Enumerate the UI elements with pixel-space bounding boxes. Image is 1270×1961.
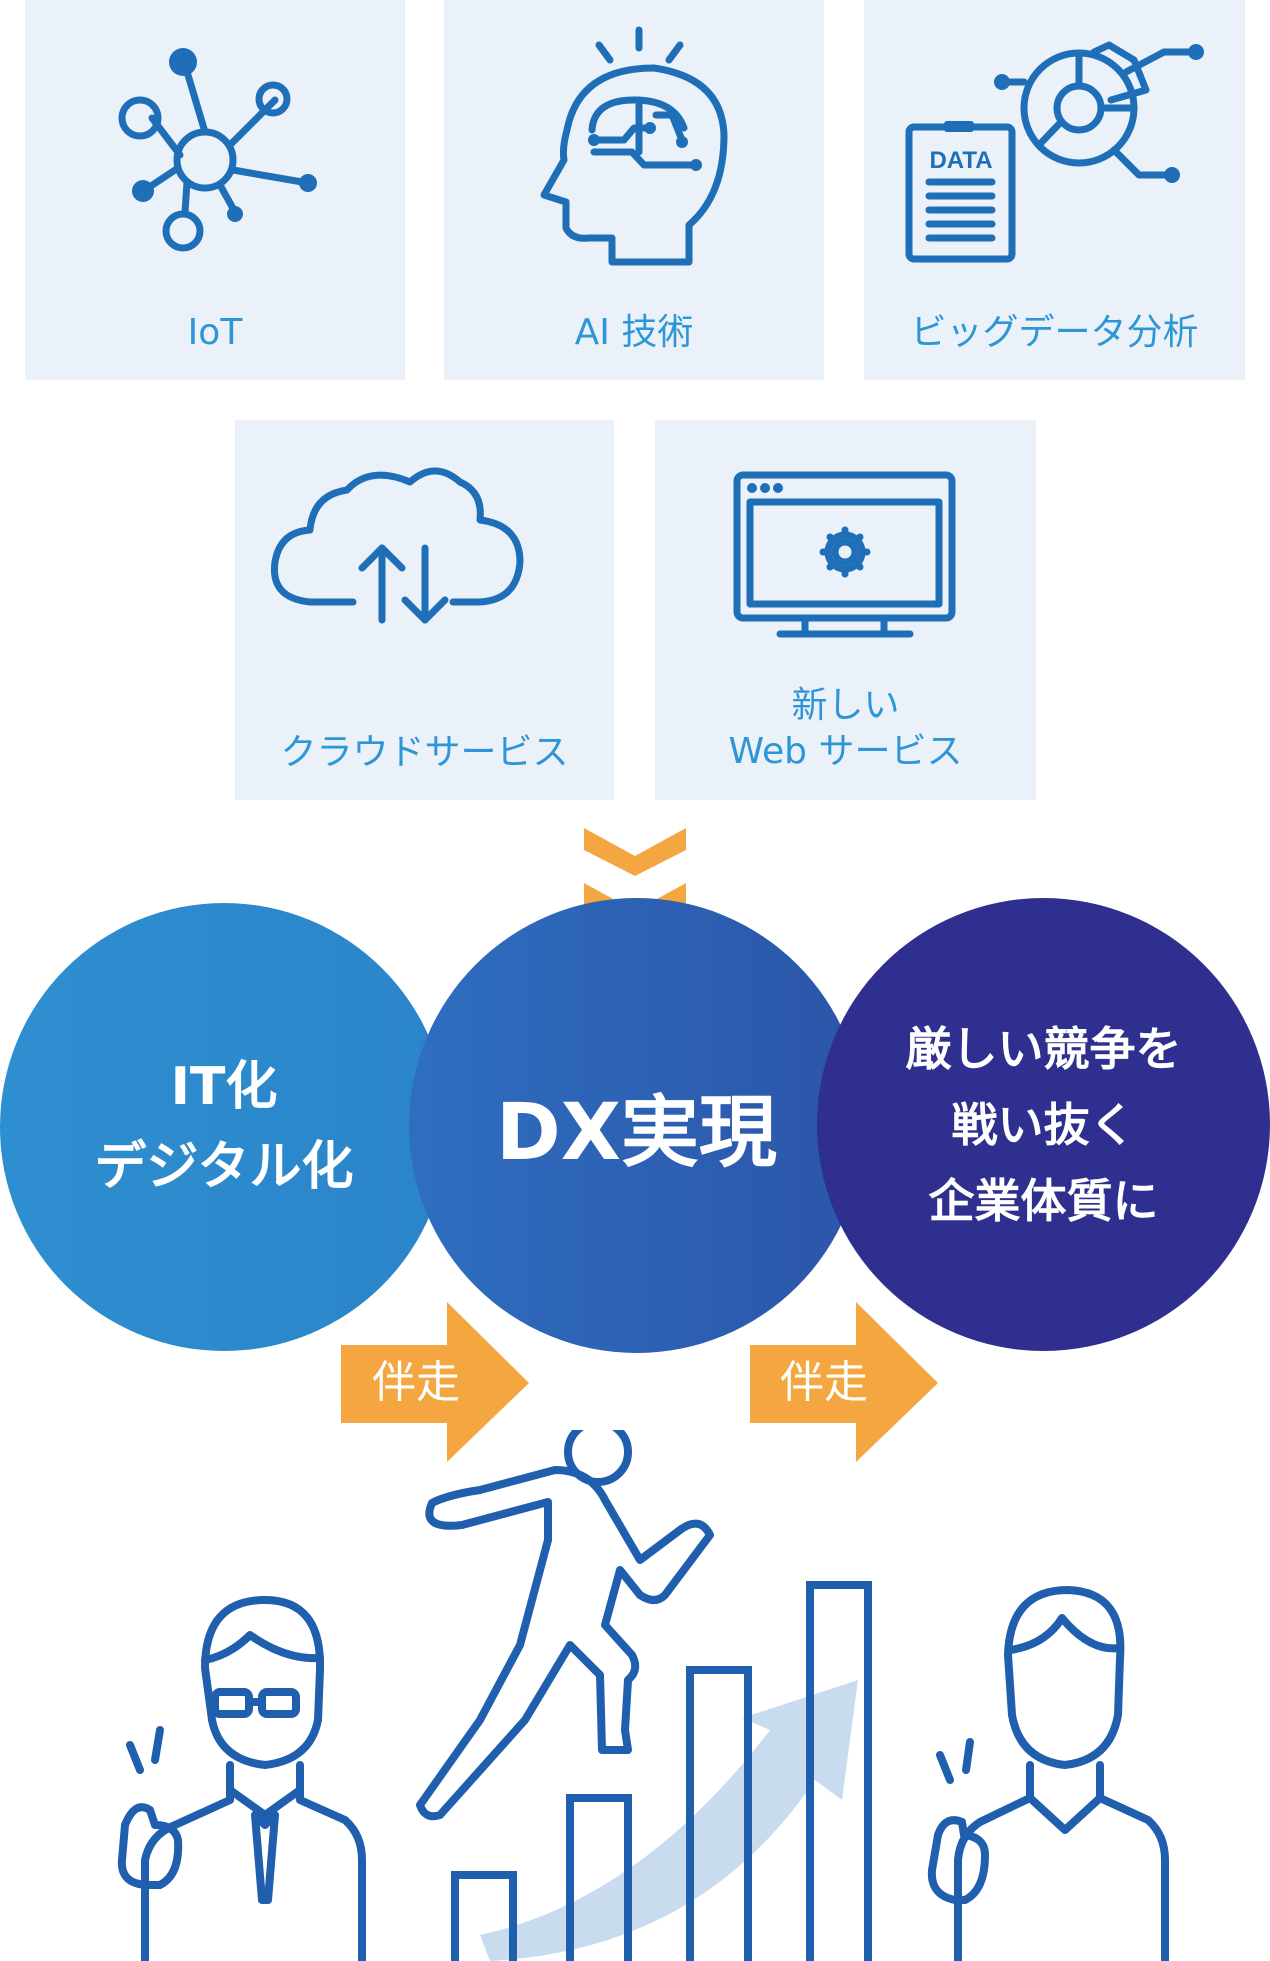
tile-bigdata: DATA ビッグデータ分析 xyxy=(864,0,1245,380)
arrow-label-2: 伴走 xyxy=(780,1357,868,1408)
circle-goal: 厳しい競争を 戦い抜く 企業体質に xyxy=(817,898,1270,1351)
circle-it-line1: IT化 xyxy=(170,1057,278,1117)
circle-goal-line1: 厳しい競争を xyxy=(905,1021,1182,1076)
businessman-icon xyxy=(927,1586,1169,1961)
growth-arrow-icon xyxy=(480,1680,858,1961)
growth-illustration xyxy=(117,1430,1169,1961)
tile-web: 新しい Web サービス xyxy=(655,420,1036,800)
cloud-sync-icon xyxy=(270,467,524,624)
tile-ai: AI 技術 xyxy=(444,0,824,380)
tile-cloud: クラウドサービス xyxy=(235,420,614,800)
tile-label-bigdata: ビッグデータ分析 xyxy=(910,312,1199,353)
arrow-accompany-2 xyxy=(750,1302,938,1462)
tile-iot: IoT xyxy=(25,0,405,380)
tile-label-iot: IoT xyxy=(187,312,243,353)
climbing-person-icon xyxy=(416,1430,714,1821)
circle-it-line2: デジタル化 xyxy=(94,1137,354,1197)
circle-dx: DX実現 xyxy=(409,898,864,1353)
circle-goal-line3: 企業体質に xyxy=(928,1173,1159,1228)
arrow-accompany-1 xyxy=(341,1302,529,1462)
tile-label-web-line2: Web サービス xyxy=(728,731,963,772)
brain-head-icon xyxy=(540,26,728,266)
data-icon-text: DATA xyxy=(929,147,992,174)
circle-it-digitalization: IT化 デジタル化 xyxy=(0,903,448,1351)
data-chart-icon: DATA xyxy=(905,41,1204,263)
network-hub-icon xyxy=(118,48,317,252)
tile-label-cloud: クラウドサービス xyxy=(280,732,569,773)
circle-dx-text: DX実現 xyxy=(496,1087,777,1178)
tile-label-ai: AI 技術 xyxy=(574,312,694,353)
arrow-label-1: 伴走 xyxy=(372,1357,460,1408)
tile-label-web-line1: 新しい xyxy=(791,685,900,726)
businessman-glasses-icon xyxy=(117,1596,366,1961)
monitor-gear-icon xyxy=(733,471,956,638)
circle-goal-line2: 戦い抜く xyxy=(951,1097,1136,1152)
bar-steps-icon xyxy=(451,1581,872,1961)
